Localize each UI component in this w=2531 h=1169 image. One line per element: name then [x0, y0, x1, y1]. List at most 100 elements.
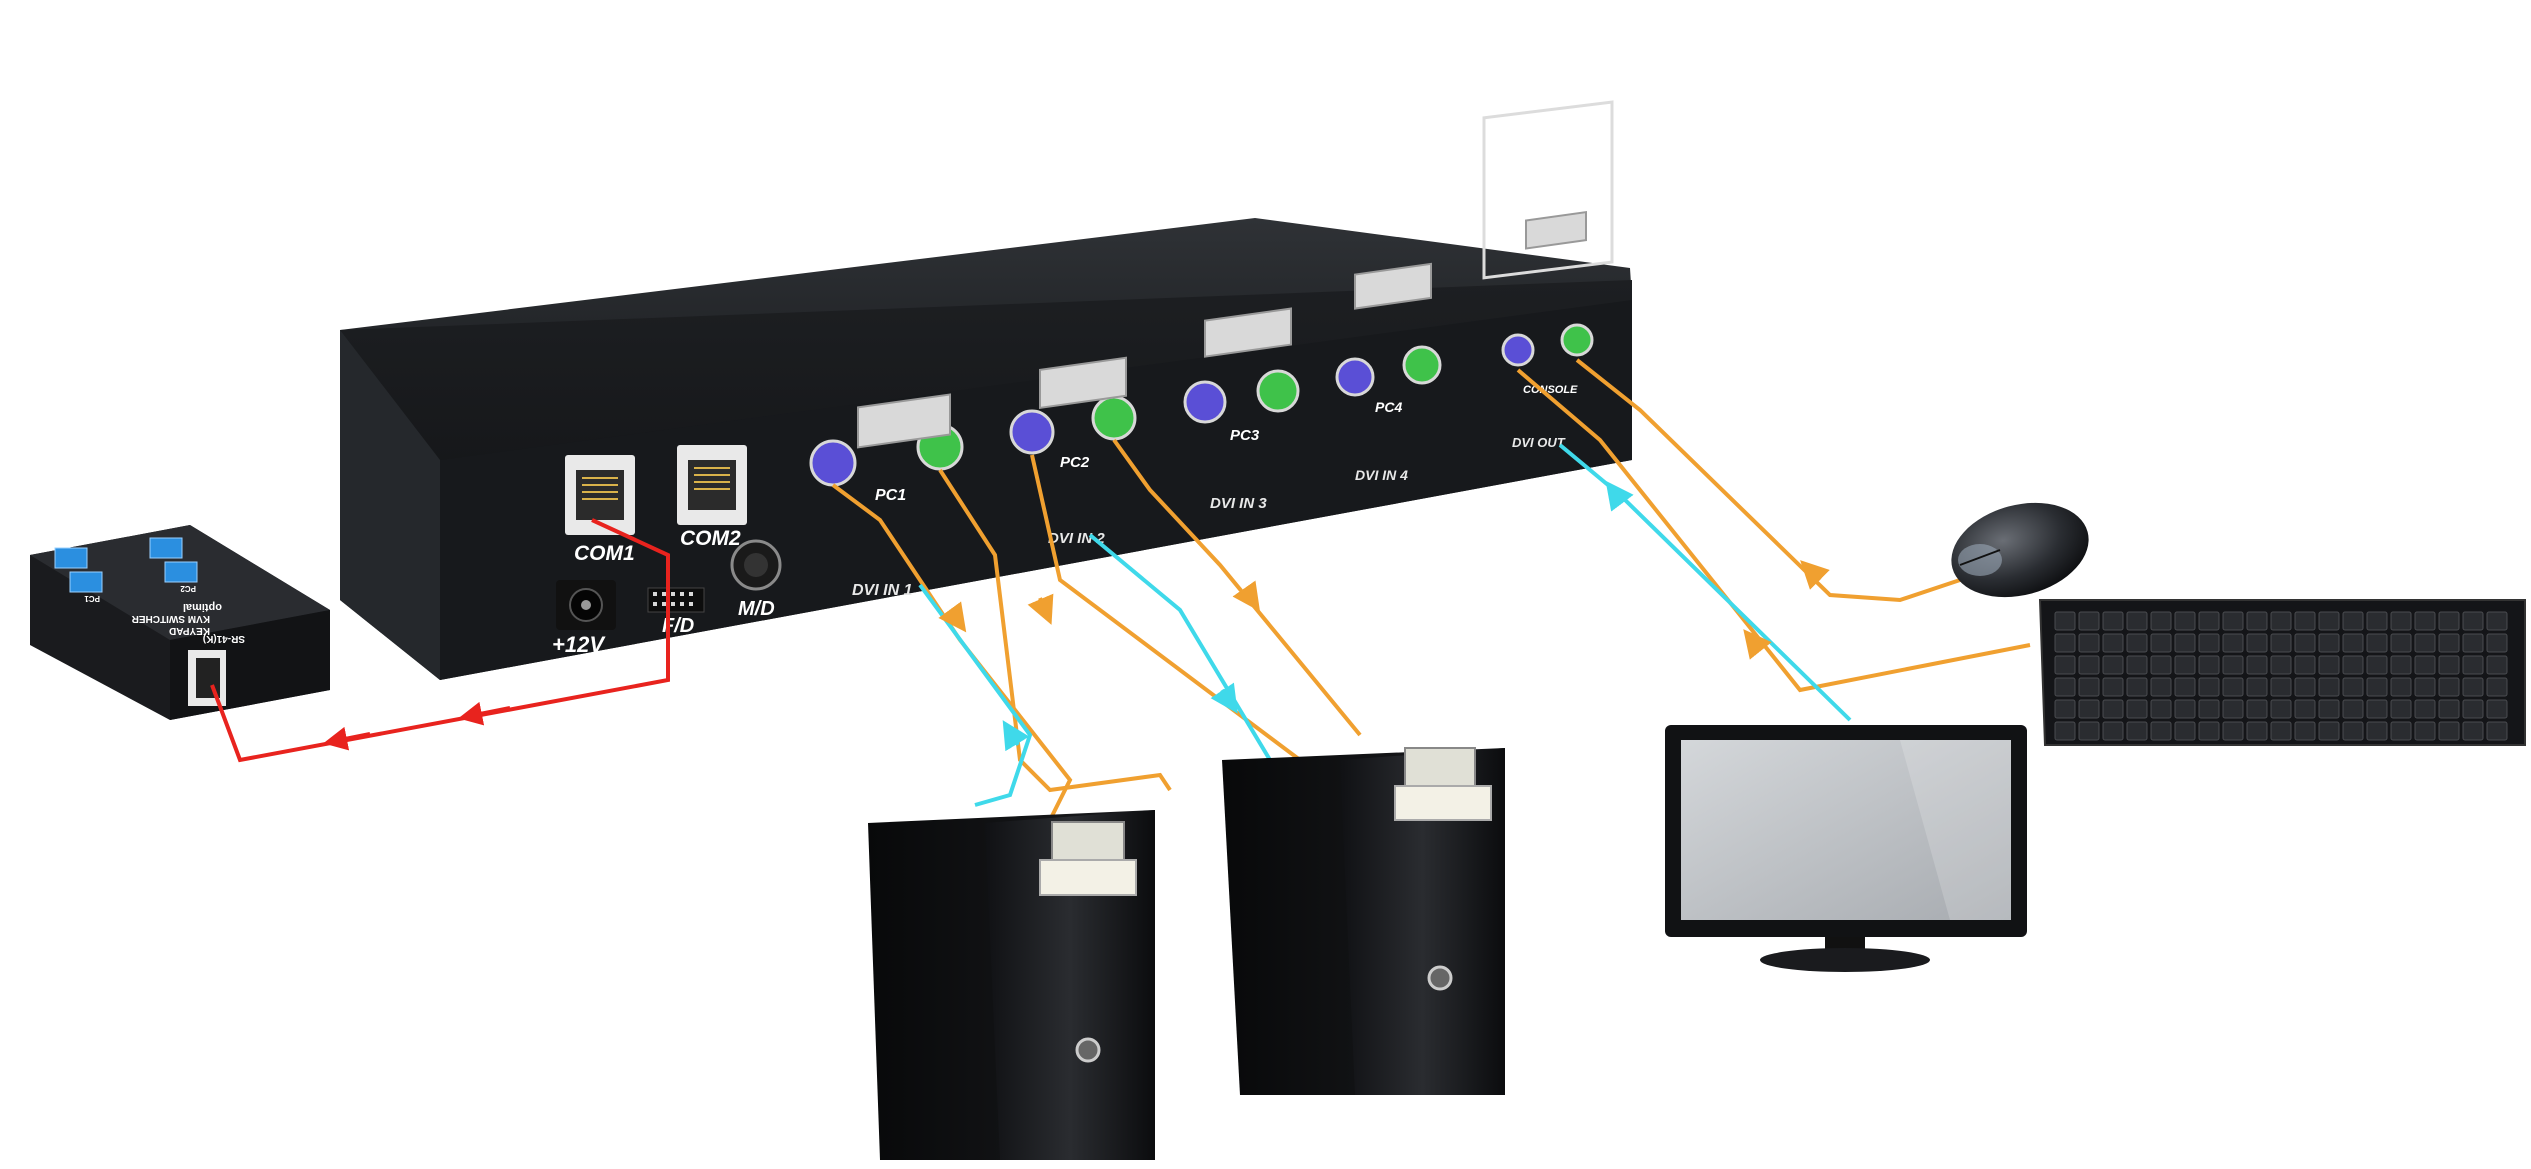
keyboard-key	[2318, 611, 2340, 631]
keypad-button-1[interactable]	[54, 547, 88, 569]
dvi-in-1-port[interactable]	[857, 393, 951, 449]
keyboard-key	[2318, 699, 2340, 719]
pc1-video-arrow	[1002, 720, 1030, 752]
pc3-mouse-port[interactable]	[1256, 369, 1300, 413]
computer-tower-2	[1222, 747, 1505, 1095]
keyboard-key	[2078, 611, 2100, 631]
keyboard-key	[2222, 633, 2244, 653]
keypad-btn1-label: PC1	[84, 594, 100, 603]
keyboard-key	[2294, 611, 2316, 631]
keyboard-key	[2342, 699, 2364, 719]
serial-arrow-1	[458, 701, 511, 726]
keyboard-key	[2246, 721, 2268, 741]
pc4-mouse-port[interactable]	[1402, 345, 1442, 385]
keyboard-key	[2366, 611, 2388, 631]
keypad-button-2[interactable]	[69, 571, 103, 593]
keyboard-key	[2414, 721, 2436, 741]
keyboard-key	[2390, 699, 2412, 719]
dvi-in-2-port[interactable]	[1039, 356, 1127, 409]
dvi-out-port[interactable]	[1525, 210, 1587, 250]
md-label: M/D	[738, 598, 775, 620]
keyboard-key	[2078, 655, 2100, 675]
keyboard-key	[2438, 655, 2460, 675]
keyboard-key	[2198, 633, 2220, 653]
mouse-icon	[1951, 502, 2089, 598]
keyboard-key	[2150, 699, 2172, 719]
pc4-label: PC4	[1375, 399, 1402, 415]
pc3-label: PC3	[1230, 427, 1260, 444]
pc2-mouse-port[interactable]	[1091, 395, 1137, 441]
console-ports: CONSOLE DVI OUT	[1501, 210, 1594, 450]
keyboard-key	[2318, 633, 2340, 653]
keyboard-key	[2054, 699, 2076, 719]
pc4-keyboard-port[interactable]	[1335, 357, 1375, 397]
keyboard-key	[2342, 611, 2364, 631]
keyboard-key	[2222, 611, 2244, 631]
keyboard-key	[2102, 633, 2124, 653]
pc3-keyboard-port[interactable]	[1183, 380, 1227, 424]
keypad-button-4[interactable]	[164, 561, 198, 583]
keyboard-key	[2174, 699, 2196, 719]
keyboard-key	[2342, 655, 2364, 675]
keyboard-key	[2150, 655, 2172, 675]
dvi-in-3-label: DVI IN 3	[1210, 495, 1267, 512]
keyboard-key	[2246, 699, 2268, 719]
keyboard-key	[2174, 633, 2196, 653]
keyboard-key	[2414, 677, 2436, 697]
keyboard-key	[2366, 699, 2388, 719]
keyboard-key	[2246, 677, 2268, 697]
keyboard-key	[2102, 721, 2124, 741]
keyboard-key	[2390, 655, 2412, 675]
pc2-label: PC2	[1060, 454, 1090, 471]
keypad-button-3[interactable]	[149, 537, 183, 559]
keyboard-key	[2462, 655, 2484, 675]
keyboard-key	[2270, 655, 2292, 675]
keyboard-key	[2126, 721, 2148, 741]
keyboard-key	[2366, 655, 2388, 675]
keyboard-key	[2126, 611, 2148, 631]
computer-tower-1	[868, 810, 1155, 1160]
keyboard-key	[2126, 655, 2148, 675]
console-arrow-1	[1800, 560, 1830, 590]
keyboard-key	[2414, 699, 2436, 719]
keyboard-key	[2462, 699, 2484, 719]
keyboard-key	[2198, 677, 2220, 697]
console-keyboard-port[interactable]	[1501, 333, 1535, 367]
keyboard-key	[2270, 611, 2292, 631]
fd-header[interactable]: F/D	[647, 587, 705, 637]
keyboard-key	[2342, 721, 2364, 741]
pc2-keyboard-port[interactable]	[1009, 409, 1055, 455]
power-port[interactable]: +12V	[552, 580, 616, 657]
pc1-mouse-cable	[938, 468, 1172, 793]
keyboard-key	[2438, 611, 2460, 631]
serial-cable	[210, 518, 670, 763]
console-label: CONSOLE	[1523, 384, 1578, 396]
monitor-screen	[1681, 740, 2011, 920]
console-keyboard-cable	[1516, 368, 2031, 693]
console-video-arrow	[1605, 480, 1634, 512]
console-mouse-port[interactable]	[1560, 323, 1594, 357]
md-port[interactable]: M/D	[730, 539, 782, 620]
keyboard-key	[2294, 721, 2316, 741]
keyboard-key	[2150, 721, 2172, 741]
pc1-keyboard-port[interactable]	[809, 439, 857, 487]
com1-port[interactable]: COM1	[565, 455, 635, 565]
dvi-in-4-port[interactable]	[1354, 262, 1432, 310]
keyboard-key	[2390, 633, 2412, 653]
pc2-video-arrow	[1210, 682, 1238, 714]
keyboard-key	[2318, 677, 2340, 697]
keyboard-key	[2486, 699, 2508, 719]
keyboard-key	[2126, 699, 2148, 719]
fd-label: F/D	[662, 615, 694, 637]
dvi-in-3-port[interactable]	[1204, 307, 1292, 358]
com2-port[interactable]: COM2	[677, 445, 747, 550]
dvi-in-1-label: DVI IN 1	[852, 582, 913, 599]
keyboard-key	[2342, 633, 2364, 653]
keyboard-key	[2486, 655, 2508, 675]
keyboard-key	[2102, 699, 2124, 719]
keyboard-key	[2366, 677, 2388, 697]
keyboard-key	[2438, 721, 2460, 741]
keyboard-key	[2054, 655, 2076, 675]
keyboard-key	[2390, 677, 2412, 697]
